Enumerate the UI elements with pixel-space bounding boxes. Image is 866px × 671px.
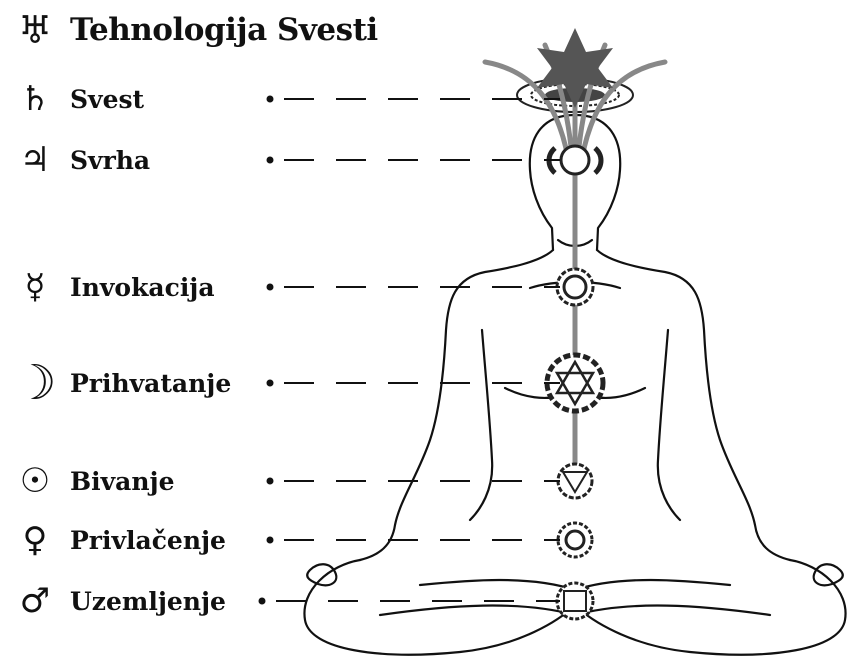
level-row-bivanje: ☉ Bivanje — [0, 459, 174, 503]
level-label-bivanje: Bivanje — [70, 467, 174, 496]
root-chakra — [557, 583, 593, 619]
mars-symbol-icon: ♂ — [0, 584, 70, 618]
right-torso — [658, 330, 680, 520]
left-hand — [307, 564, 336, 585]
sacral-chakra — [558, 523, 592, 557]
sun-symbol-icon: ☉ — [0, 464, 70, 498]
uranus-symbol-icon: ♅ — [0, 8, 70, 52]
level-label-prihvatanje: Prihvatanje — [70, 369, 231, 398]
left-shoulder-arm — [360, 250, 553, 560]
saturn-symbol-icon: ♄ — [0, 82, 70, 116]
level-row-privlacenje: ♀ Privlačenje — [0, 518, 226, 562]
solar-plexus-chakra — [558, 464, 592, 498]
title-text: Tehnologija Svesti — [70, 12, 378, 48]
level-row-uzemljenje: ♂ Uzemljenje — [0, 579, 226, 623]
right-hand — [814, 564, 843, 585]
moon-symbol-icon: ☽ — [0, 359, 70, 407]
level-row-prihvatanje: ☽ Prihvatanje — [0, 361, 231, 405]
level-label-uzemljenje: Uzemljenje — [70, 587, 226, 616]
leader-lines — [259, 96, 561, 605]
level-row-svest: ♄ Svest — [0, 77, 144, 121]
mercury-symbol-icon: ☿ — [0, 270, 70, 304]
level-row-invokacija: ☿ Invokacija — [0, 265, 215, 309]
left-torso — [470, 330, 492, 520]
level-label-svrha: Svrha — [70, 146, 150, 175]
diagram-title: ♅ Tehnologija Svesti — [0, 2, 378, 58]
level-row-svrha: ♃ Svrha — [0, 138, 150, 182]
right-shoulder-arm — [597, 250, 790, 560]
jupiter-symbol-icon: ♃ — [0, 143, 70, 177]
venus-symbol-icon: ♀ — [0, 523, 70, 557]
level-label-privlacenje: Privlačenje — [70, 526, 226, 555]
level-label-svest: Svest — [70, 85, 144, 114]
throat-chakra — [557, 269, 593, 305]
level-label-invokacija: Invokacija — [70, 273, 215, 302]
